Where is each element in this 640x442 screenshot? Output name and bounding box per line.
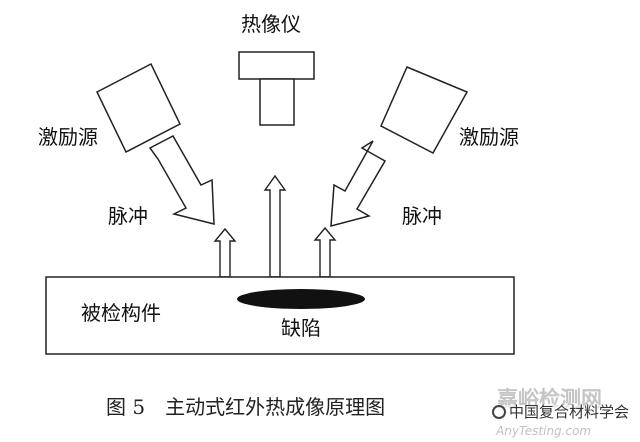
heat-arrow-right bbox=[313, 226, 337, 278]
pulse-arrow-right bbox=[330, 140, 387, 227]
watermark-brand: 嘉峪检测网 bbox=[497, 387, 602, 411]
watermark-site: AnyTesting.com bbox=[496, 424, 592, 438]
specimen-label: 被检构件 bbox=[81, 301, 161, 325]
excitation-source-right bbox=[380, 66, 469, 155]
pulse-label-left: 脉冲 bbox=[108, 204, 148, 228]
watermark-account: 中国复合材料学会 bbox=[490, 403, 632, 421]
camera-top-box bbox=[238, 51, 315, 80]
excitation-source-left bbox=[96, 62, 181, 154]
defect-ellipse bbox=[237, 289, 365, 309]
wechat-icon bbox=[492, 405, 506, 419]
excitation-label-left: 激励源 bbox=[38, 125, 98, 149]
heat-arrow-center bbox=[263, 174, 287, 278]
pulse-arrow-left bbox=[148, 135, 215, 225]
watermark-account-text: 中国复合材料学会 bbox=[509, 403, 630, 421]
pulse-label-right: 脉冲 bbox=[402, 204, 442, 228]
defect-label: 缺陷 bbox=[281, 316, 321, 340]
camera-lens-box bbox=[259, 78, 295, 126]
camera-label: 热像仪 bbox=[241, 12, 301, 36]
figure-caption: 图 5 主动式红外热成像原理图 bbox=[106, 395, 386, 419]
heat-arrow-left bbox=[213, 227, 237, 278]
excitation-label-right: 激励源 bbox=[459, 125, 519, 149]
